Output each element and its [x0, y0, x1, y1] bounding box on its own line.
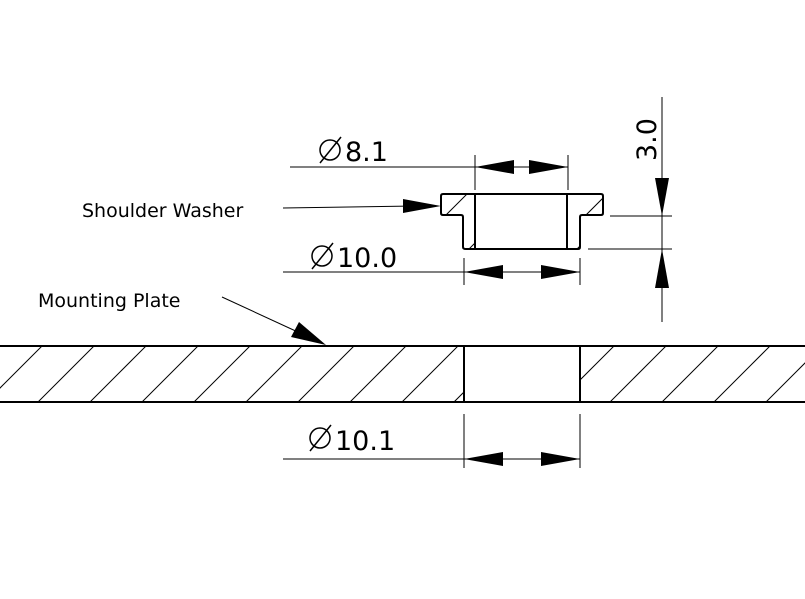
plate-hatch-left	[0, 347, 464, 402]
hatch-line	[661, 347, 718, 402]
hatch-line	[580, 347, 614, 381]
dim-value-10-1: 10.1	[335, 426, 395, 457]
mounting-plate	[0, 345, 805, 403]
hatch-line	[765, 362, 805, 402]
hatch-line	[141, 347, 198, 402]
shoulder-washer	[440, 193, 604, 250]
dimension-washer-inner-diameter	[290, 155, 569, 190]
hatch-line	[193, 347, 250, 402]
hatch-line	[609, 347, 666, 402]
dimension-washer-outer-diameter	[283, 258, 581, 285]
hatch-line	[0, 347, 42, 389]
hatch-line	[713, 347, 770, 402]
dim-value-3-0: 3.0	[632, 118, 663, 161]
dimension-plate-hole-diameter	[283, 414, 581, 468]
dimension-flange-height	[588, 97, 672, 322]
hatch-line	[245, 347, 302, 402]
diameter-symbol-icon	[311, 242, 334, 270]
hatch-line	[89, 347, 146, 402]
hatch-line	[349, 347, 406, 402]
hatch-line	[453, 391, 464, 402]
hatch-line	[297, 347, 354, 402]
dim-value-10-0: 10.0	[337, 243, 397, 274]
diameter-symbol-icon	[309, 424, 332, 452]
label-mounting-plate: Mounting Plate	[38, 290, 181, 312]
hatch-line	[37, 347, 94, 402]
label-shoulder-washer: Shoulder Washer	[82, 200, 243, 222]
dim-value-8-1: 8.1	[345, 137, 388, 168]
diameter-symbol-icon	[319, 136, 342, 164]
hatch-line	[506, 346, 562, 402]
leader-mounting-plate	[221, 296, 326, 345]
plate-hatch-right	[506, 346, 805, 402]
leader-shoulder-washer	[282, 199, 441, 213]
hatch-line	[401, 347, 458, 402]
